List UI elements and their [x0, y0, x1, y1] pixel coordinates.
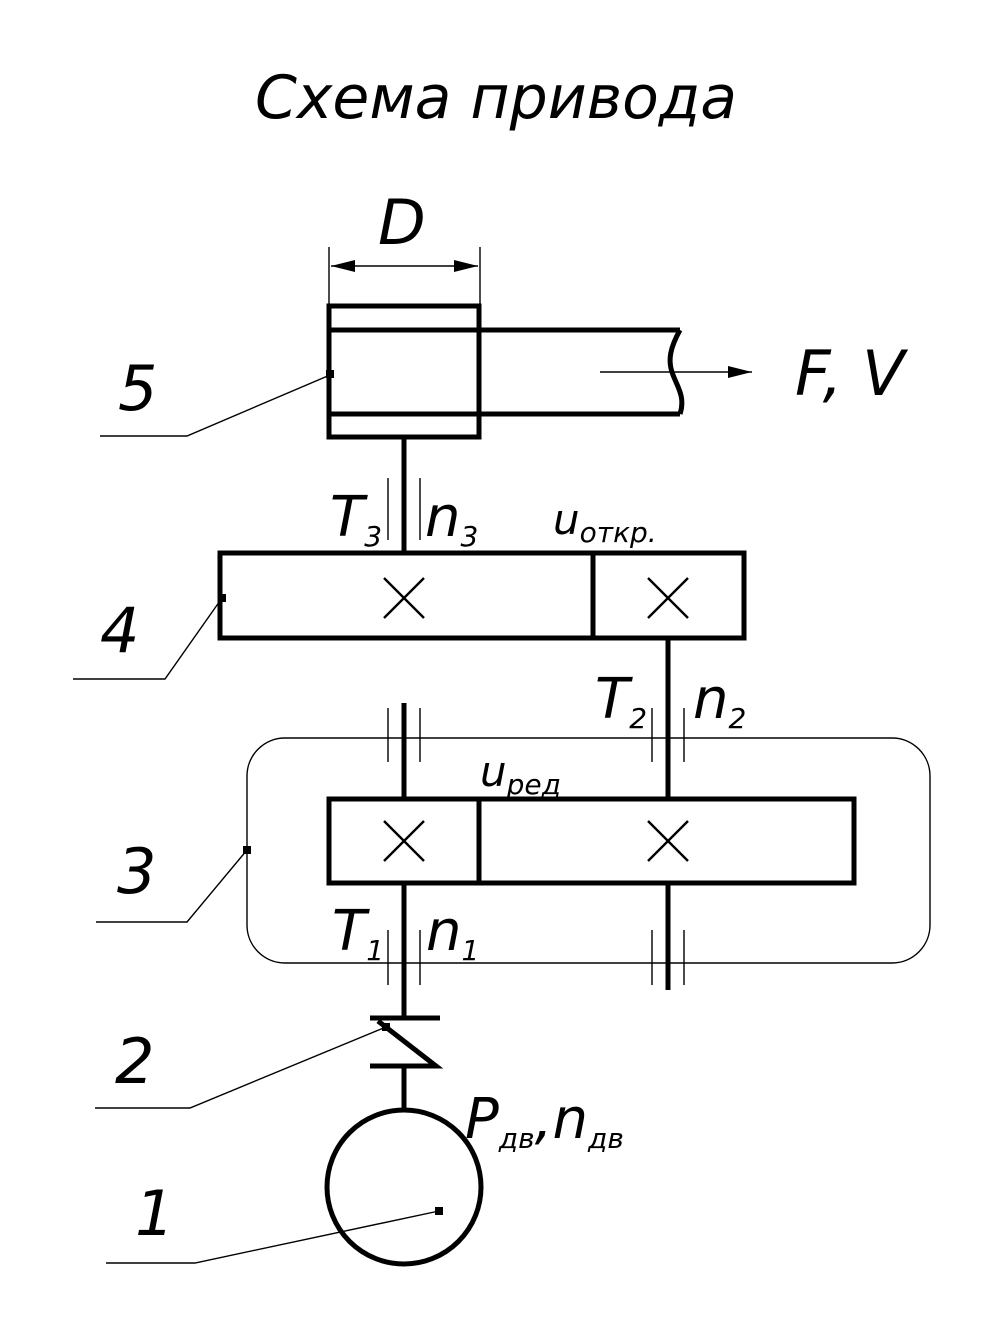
callout-2: 2 [95, 1023, 390, 1109]
motor [324, 1107, 484, 1267]
reducer-gear-pair [326, 796, 857, 886]
callout-2-number: 2 [115, 1025, 154, 1098]
label-n2: n2 [693, 667, 746, 735]
callout-5-number: 5 [118, 352, 157, 425]
callout-3-number: 3 [117, 835, 156, 908]
label-n1: n1 [426, 899, 479, 967]
label-u-reducer: uред [480, 747, 561, 801]
coupling [370, 1015, 444, 1110]
dimension-d: D [328, 186, 481, 305]
callout-3: 3 [96, 835, 251, 923]
callout-1: 1 [106, 1177, 443, 1264]
label-t3: T3 [330, 485, 382, 553]
output-force-label: F, V [795, 337, 909, 410]
label-u-open: uоткр. [553, 495, 657, 549]
open-gear-pair [217, 550, 747, 641]
drawing-title: Схема привода [255, 63, 737, 133]
callout-4: 4 [73, 594, 226, 680]
callout-1-number: 1 [135, 1177, 174, 1250]
label-motor: Pдв,nдв [465, 1087, 624, 1155]
label-t2: T2 [595, 667, 647, 735]
label-t1: T1 [332, 899, 384, 967]
dimension-d-label: D [378, 186, 426, 259]
callout-4-number: 4 [100, 594, 139, 667]
callout-5: 5 [100, 352, 334, 437]
label-n3: n3 [425, 485, 478, 553]
